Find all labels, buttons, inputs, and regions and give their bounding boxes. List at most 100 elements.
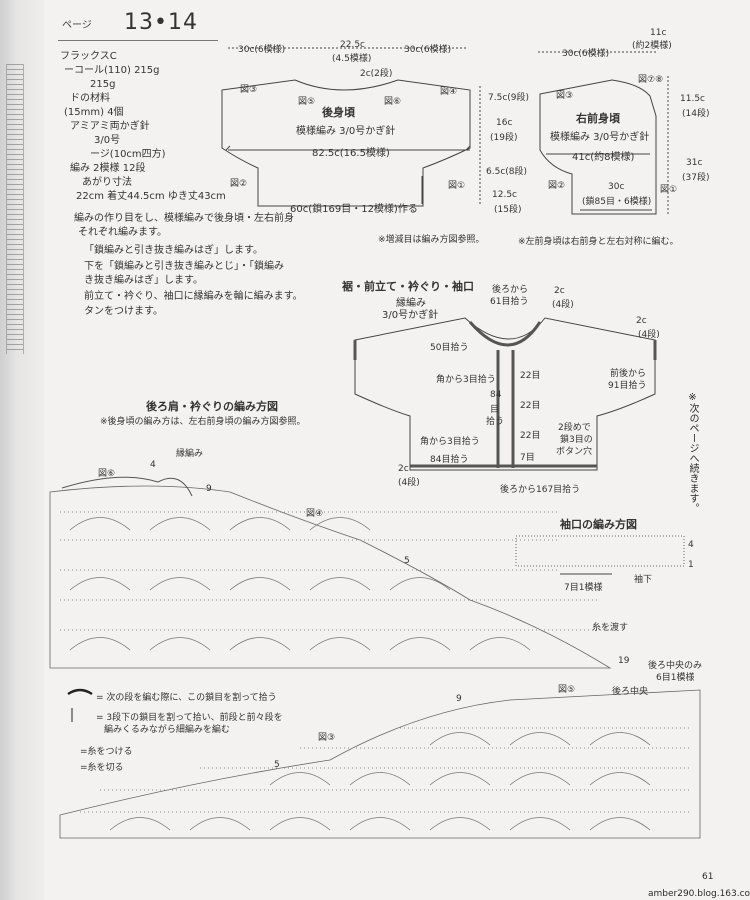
back-piece-title: 後身頃: [322, 106, 355, 119]
front-top-dim: 30c(6模様): [562, 49, 610, 59]
edging-label: 61目拾う: [490, 297, 529, 307]
fig-label: 図⑥: [98, 469, 116, 479]
front-right-dim: (37段): [682, 173, 710, 183]
edging-label: 22目: [520, 371, 541, 381]
page-header-number: 13•14: [124, 10, 198, 35]
edging-label: 角から3目拾う: [436, 375, 496, 385]
front-piece-pattern: 模様編み 3/0号かぎ針: [550, 132, 650, 143]
fig-label: 図①: [448, 181, 466, 191]
material-line: あがり寸法: [82, 177, 132, 188]
front-chart-label: 6目1模様: [656, 673, 695, 683]
front-bottom-dim: 30c: [608, 182, 625, 192]
instruction-line: 前立て・衿ぐり、袖口に縁編みを輪に編みます。: [84, 291, 303, 302]
front-chart-outline: [59, 689, 701, 839]
fig-label: 図⑥: [384, 97, 402, 107]
side-dim: 7.5c(9段): [488, 93, 530, 103]
page-number: 61: [702, 872, 714, 882]
fig-label: 図④: [440, 87, 458, 97]
fig-label: 図⑤: [298, 97, 316, 107]
edging-label: 2c: [554, 286, 565, 296]
material-line: (15mm) 4個: [64, 107, 124, 118]
instruction-line: 「鎖編みと引き抜き編みはぎ」します。: [84, 245, 263, 256]
binding-gutter: [0, 0, 44, 900]
edging-label: 22目: [520, 431, 541, 441]
sleeve-bottom: 袖下: [634, 575, 653, 585]
edging-outline: [354, 317, 656, 471]
row-number: 5: [404, 556, 410, 566]
edging-label: 後ろから167目拾う: [500, 485, 581, 495]
back-chart-yarn: 糸を渡す: [592, 623, 629, 633]
front-chart-label: 後ろ中央: [612, 687, 649, 697]
back-dim-right: 30c(6模様): [404, 45, 452, 55]
back-neck-dim: 2c(2段): [360, 69, 393, 79]
front-bottom-dim: (鎖85目・6模様): [582, 197, 652, 207]
sleeve-chart-outline: [515, 535, 685, 567]
side-dim: 6.5c(8段): [486, 167, 528, 177]
front-right-dim: 31c: [686, 158, 703, 168]
fig-label: 図⑤: [558, 685, 576, 695]
edging-label: 50目拾う: [430, 343, 469, 353]
edging-label: 目: [490, 405, 500, 415]
row-number: 5: [274, 760, 280, 770]
edging-title: 裾・前立て・衿ぐり・袖口: [342, 280, 474, 293]
material-line: ージ(10cm四方): [90, 149, 166, 160]
edging-label: (4段): [638, 330, 660, 340]
front-chart-label: 後ろ中央のみ: [648, 661, 703, 671]
back-chart-title: 後ろ肩・衿ぐりの編み方図: [146, 400, 278, 413]
row-number: 1: [688, 560, 694, 570]
material-line: 3/0号: [94, 135, 121, 146]
fig-label: 図②: [548, 181, 566, 191]
edging-label: 84目拾う: [430, 455, 469, 465]
instruction-line: 編みの作り目をし、模様編みで後身頃・左右前身: [74, 213, 294, 224]
edging-sub: 3/0号かぎ針: [382, 310, 439, 321]
fig-label: 図②: [230, 179, 248, 189]
legend-line: = 3段下の鎖目を割って拾い、前段と前々段を: [96, 713, 283, 723]
edging-label: 2c: [636, 316, 647, 326]
fig-label: 図③: [318, 733, 336, 743]
legend-line: =糸を切る: [80, 763, 124, 773]
side-dim: 16c: [496, 118, 513, 128]
front-top-right-dim: (約2模様): [632, 41, 672, 51]
material-line: 215g: [90, 79, 116, 90]
edging-sub: 縁編み: [396, 298, 426, 309]
edging-label: 拾う: [486, 417, 505, 427]
back-dim-center: 22.5c: [340, 40, 365, 50]
edging-label: 角から3目拾う: [420, 437, 480, 447]
edging-label: 2c: [398, 464, 409, 474]
sleeve-chart-title: 袖口の編み方図: [560, 518, 637, 531]
edging-label: 後ろから: [492, 285, 529, 295]
side-dim: 12.5c: [492, 190, 517, 200]
back-piece-pattern: 模様編み 3/0号かぎ針: [296, 126, 396, 137]
header-rule: [58, 40, 218, 41]
fig-label: 図⑦⑧: [638, 75, 664, 85]
material-line: ドの材料: [70, 93, 110, 104]
fig-label: 図③: [556, 91, 574, 101]
fig-label: 図③: [240, 85, 258, 95]
material-line: 編み 2模様 12段: [70, 163, 146, 174]
edging-label: 鎖3目の: [560, 435, 593, 445]
continued-note: ※次のページへ続きます。: [687, 392, 698, 513]
page-header-label: ページ: [62, 20, 92, 31]
row-number: 9: [206, 484, 212, 494]
split-chain-symbol: [67, 688, 93, 696]
instruction-line: き抜き編みはぎ」します。: [84, 275, 203, 286]
legend-line: 編みくるみながら細編みを編む: [104, 725, 230, 735]
edging-label: ボタン穴: [556, 447, 593, 457]
side-dim: (19段): [490, 133, 518, 143]
back-piece-outline: [221, 79, 471, 207]
legend-line: =糸をつける: [80, 747, 133, 757]
material-line: 22cm 着丈44.5cm ゆき丈43cm: [76, 191, 226, 202]
note: ※増減目は編み方図参照。: [378, 235, 485, 245]
fig-label: 図④: [306, 509, 324, 519]
edging-label: 前後から: [610, 369, 647, 379]
back-dim-center-sub: (4.5模様): [332, 54, 372, 64]
edging-label: (4段): [552, 300, 574, 310]
row-number: 9: [456, 694, 462, 704]
instruction-line: それぞれ編みます。: [78, 227, 167, 238]
back-width-dim: 82.5c(16.5模様): [312, 148, 390, 159]
edging-label: 7目: [520, 453, 535, 463]
row-number: 4: [150, 460, 156, 470]
front-right-dim: 11.5c: [680, 94, 705, 104]
instruction-line: 下を「鎖編みと引き抜き編みとじ」・「鎖編み: [84, 261, 284, 272]
